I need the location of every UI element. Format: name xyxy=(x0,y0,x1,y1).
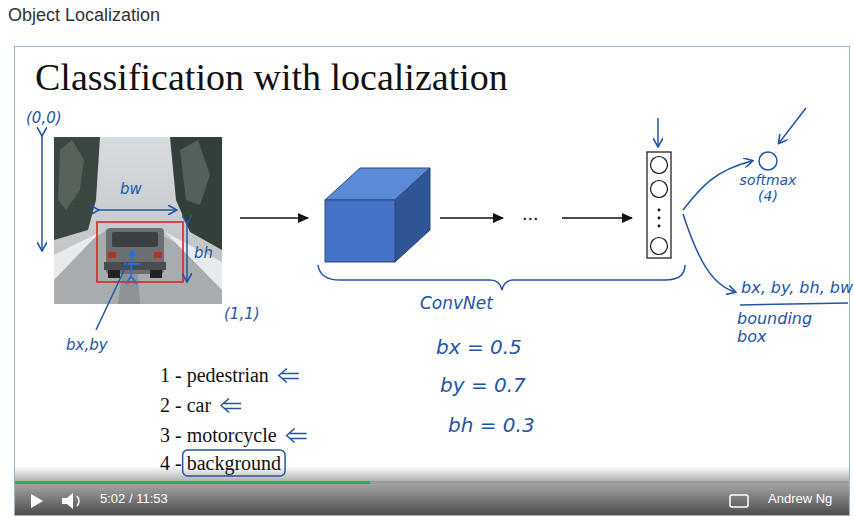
car-photo xyxy=(54,137,222,304)
class-item: 1 - pedestrian xyxy=(160,364,269,387)
class-item: 2 - car xyxy=(160,394,211,417)
output-label: bx, by, bh, bw xyxy=(741,279,853,297)
slide-title: Classification with localization xyxy=(35,56,508,100)
class-item: 4 - background xyxy=(160,452,281,475)
width-label: bw xyxy=(120,181,142,198)
origin-label: (0,0) xyxy=(26,110,62,127)
value-note: by = 0.7 xyxy=(440,374,526,397)
height-label: bh xyxy=(194,245,213,262)
network-pipeline xyxy=(240,152,671,262)
hand-arrow xyxy=(221,399,241,413)
watermark: Andrew Ng xyxy=(768,492,832,507)
value-note: bh = 0.3 xyxy=(448,414,535,437)
hand-arrow xyxy=(287,429,307,443)
output-note: bounding box xyxy=(737,310,829,347)
center-label: bx,by xyxy=(66,337,108,354)
photo-annotations xyxy=(42,135,187,330)
network-label: ConvNet xyxy=(420,294,493,314)
video-frame xyxy=(15,47,850,516)
page-header: Object Localization xyxy=(8,5,160,26)
player-controls xyxy=(15,466,849,515)
hand-strokes xyxy=(318,108,848,305)
class-item: 3 - motorcycle xyxy=(160,424,277,447)
unit-label: softmax (4) xyxy=(733,172,803,204)
time-display: 5:02 / 11:53 xyxy=(100,492,168,507)
unit-circle xyxy=(733,150,803,172)
ellipsis: ... xyxy=(522,202,539,225)
hand-arrow xyxy=(279,369,299,383)
softmax-unit: softmax (4) xyxy=(733,150,803,204)
value-note: bx = 0.5 xyxy=(436,336,522,359)
corner-label: (1,1) xyxy=(224,306,260,323)
